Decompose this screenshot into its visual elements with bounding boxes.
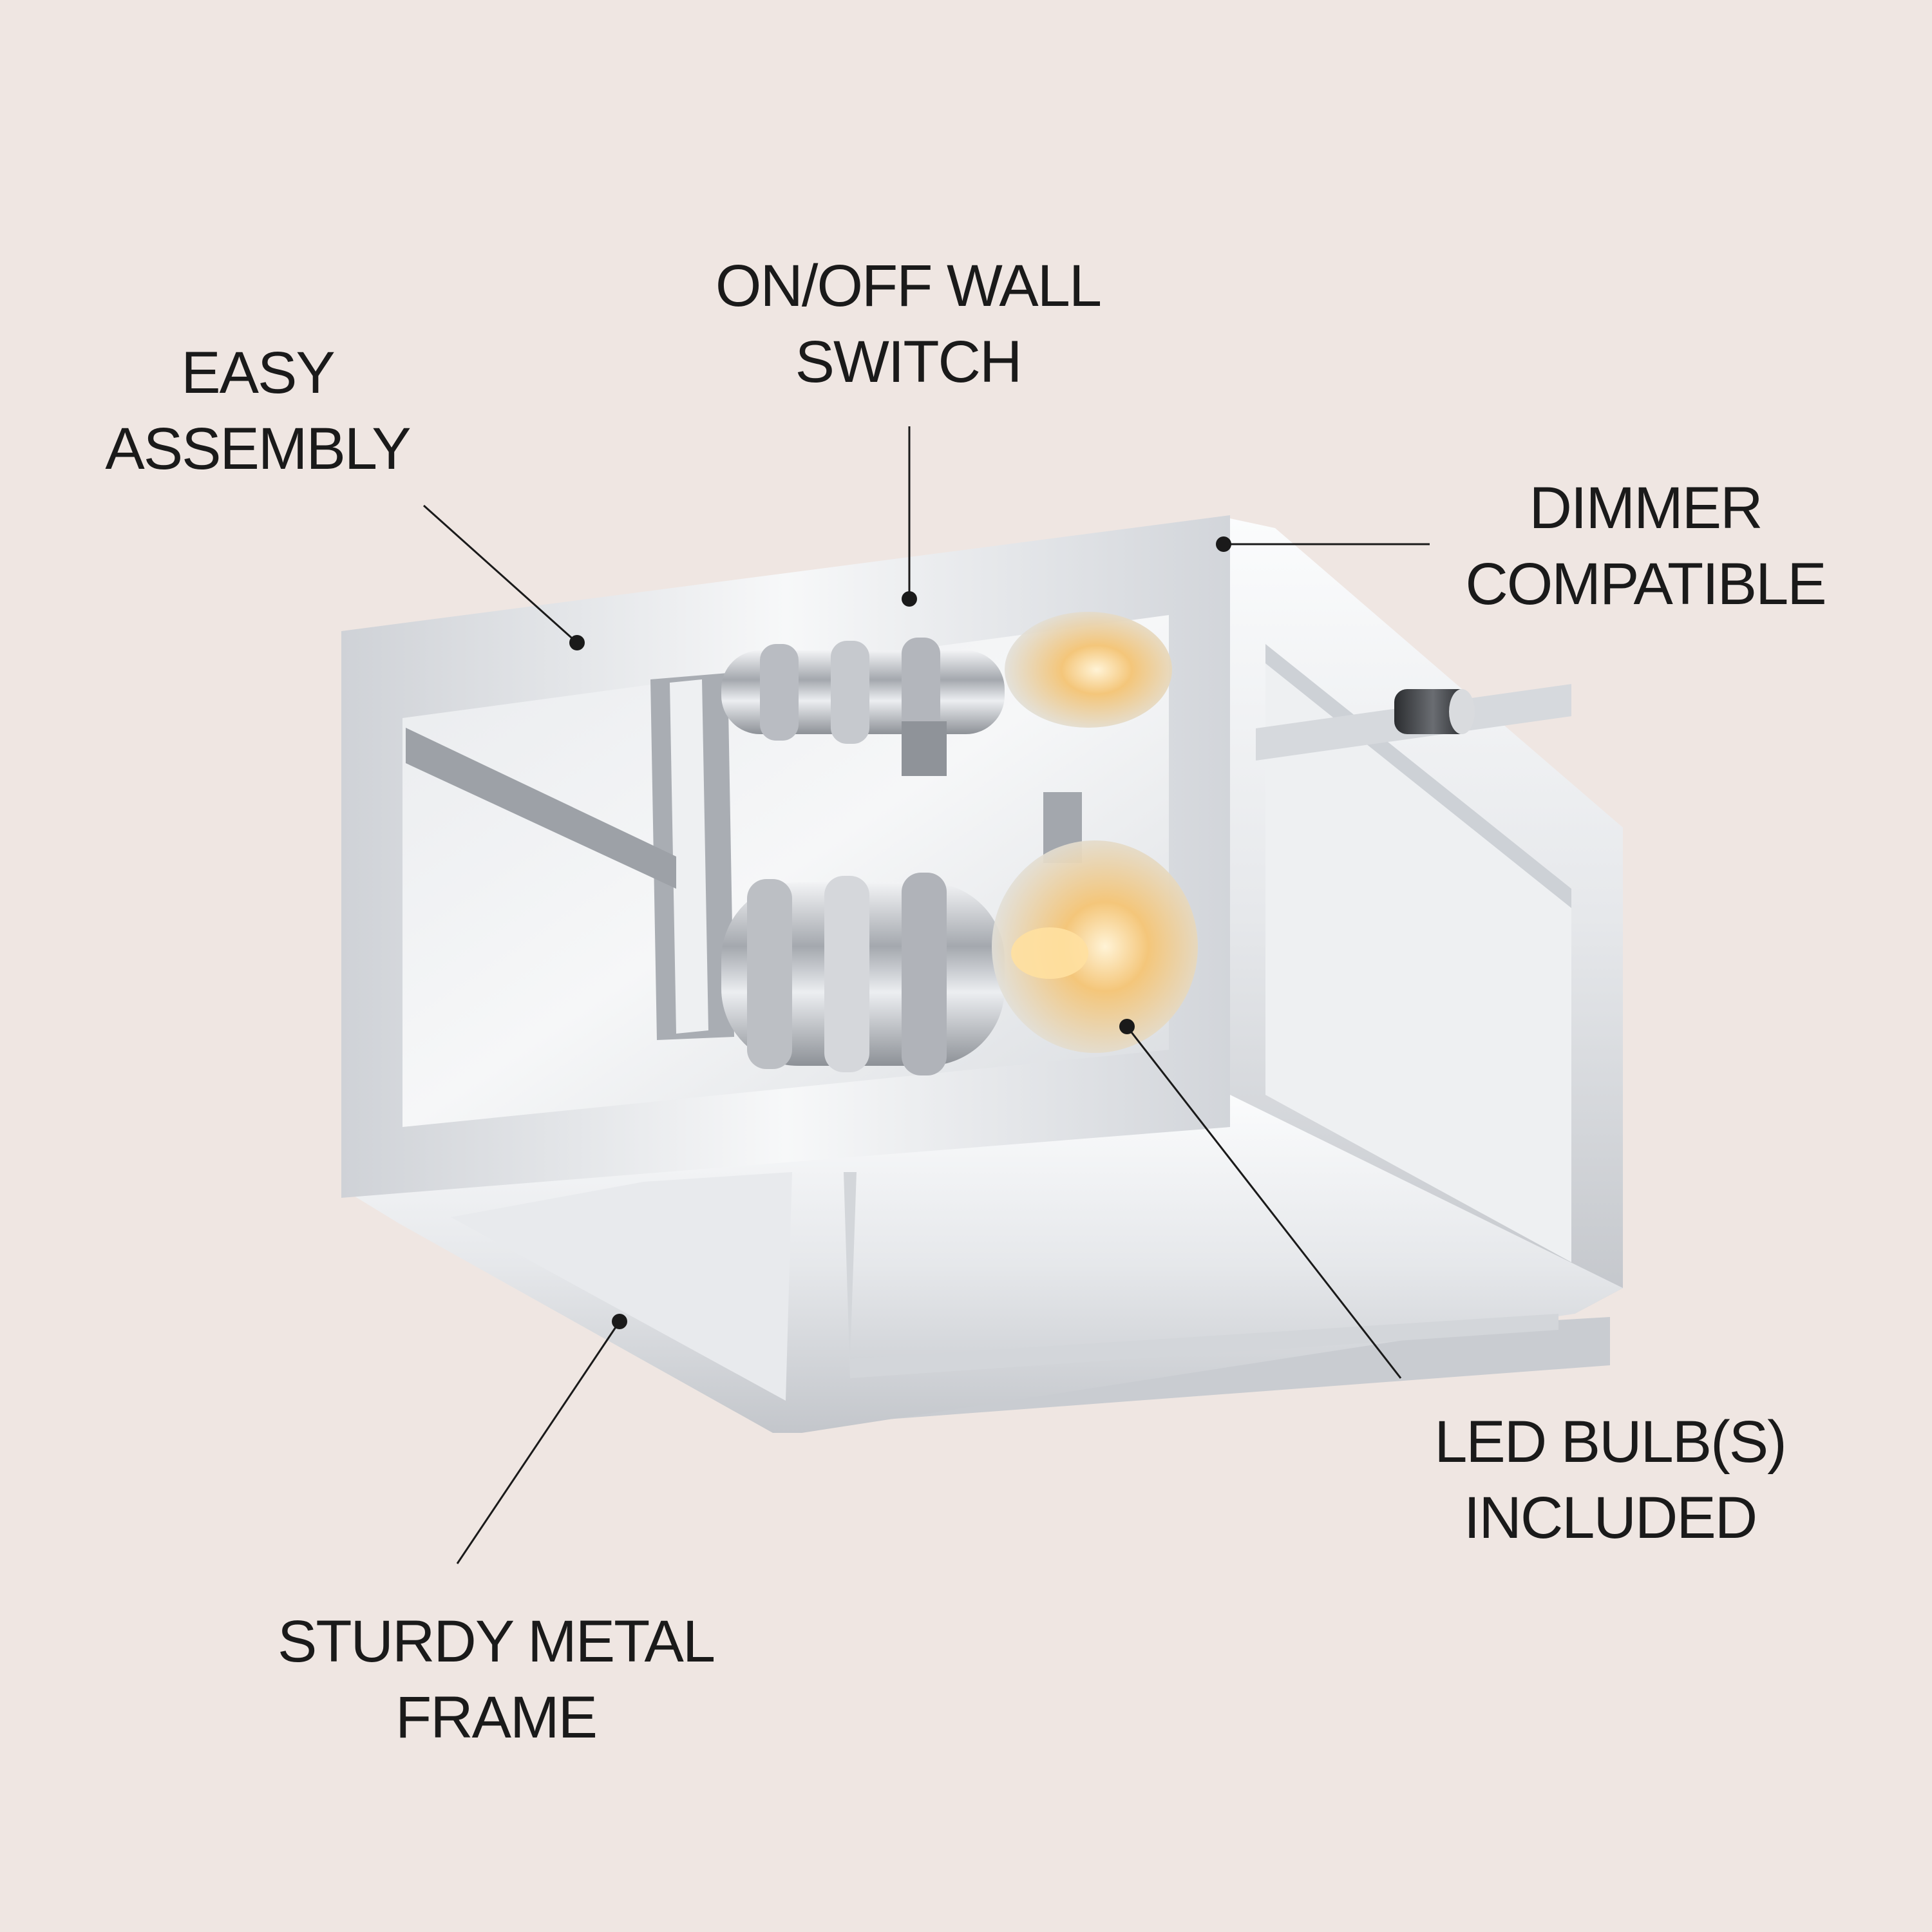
callout-on-off-wall-switch: ON/OFF WALL SWITCH — [676, 248, 1140, 400]
callout-easy-assembly: EASY ASSEMBLY — [90, 335, 425, 487]
callout-led-bulbs-included-line1: LED BULB(S) — [1434, 1409, 1787, 1475]
upper-bulb — [1005, 612, 1172, 728]
callout-easy-assembly-line2: ASSEMBLY — [105, 416, 411, 482]
side-frame-glass-top — [1265, 644, 1571, 908]
dot-easy-assembly — [569, 635, 585, 650]
leader-easy-assembly — [422, 504, 578, 644]
bottom-frame-inner-rail — [844, 1172, 1558, 1378]
callout-led-bulbs-included: LED BULB(S) INCLUDED — [1385, 1404, 1835, 1556]
leader-metal-frame — [456, 1321, 621, 1564]
callout-sturdy-metal-frame-line2: FRAME — [395, 1685, 598, 1750]
leader-led-bulbs — [1126, 1026, 1402, 1379]
callout-on-off-wall-switch-line1: ON/OFF WALL — [715, 253, 1102, 319]
side-frame-opening — [1265, 644, 1571, 1262]
bottom-frame-front — [341, 1095, 1623, 1433]
callout-easy-assembly-line1: EASY — [181, 340, 335, 406]
bottom-frame-front-opening — [451, 1172, 792, 1401]
dot-led-bulbs — [1119, 1019, 1135, 1034]
callout-dimmer-compatible-line2: COMPATIBLE — [1465, 551, 1826, 617]
callout-sturdy-metal-frame-line1: STURDY METAL — [277, 1609, 715, 1674]
leader-dots — [569, 536, 1231, 1329]
dimmer-knob-icon — [1394, 689, 1475, 734]
dot-metal-frame — [612, 1314, 627, 1329]
callout-dimmer-compatible: DIMMER COMPATIBLE — [1426, 470, 1864, 622]
dot-on-off-switch — [902, 591, 917, 607]
callout-sturdy-metal-frame: STURDY METAL FRAME — [245, 1604, 747, 1756]
leader-lines — [422, 426, 1430, 1564]
callout-dimmer-compatible-line1: DIMMER — [1529, 475, 1763, 541]
lower-bulb-filament-glow — [1011, 927, 1088, 979]
dot-dimmer — [1216, 536, 1231, 552]
callout-led-bulbs-included-line2: INCLUDED — [1463, 1485, 1757, 1551]
lower-bulb — [992, 840, 1198, 1053]
callout-on-off-wall-switch-line2: SWITCH — [795, 329, 1023, 395]
interior-diagonal-rod — [406, 728, 676, 889]
upper-socket — [721, 638, 1005, 776]
lower-socket — [721, 792, 1082, 1075]
interior-arm-highlight — [670, 679, 708, 1034]
